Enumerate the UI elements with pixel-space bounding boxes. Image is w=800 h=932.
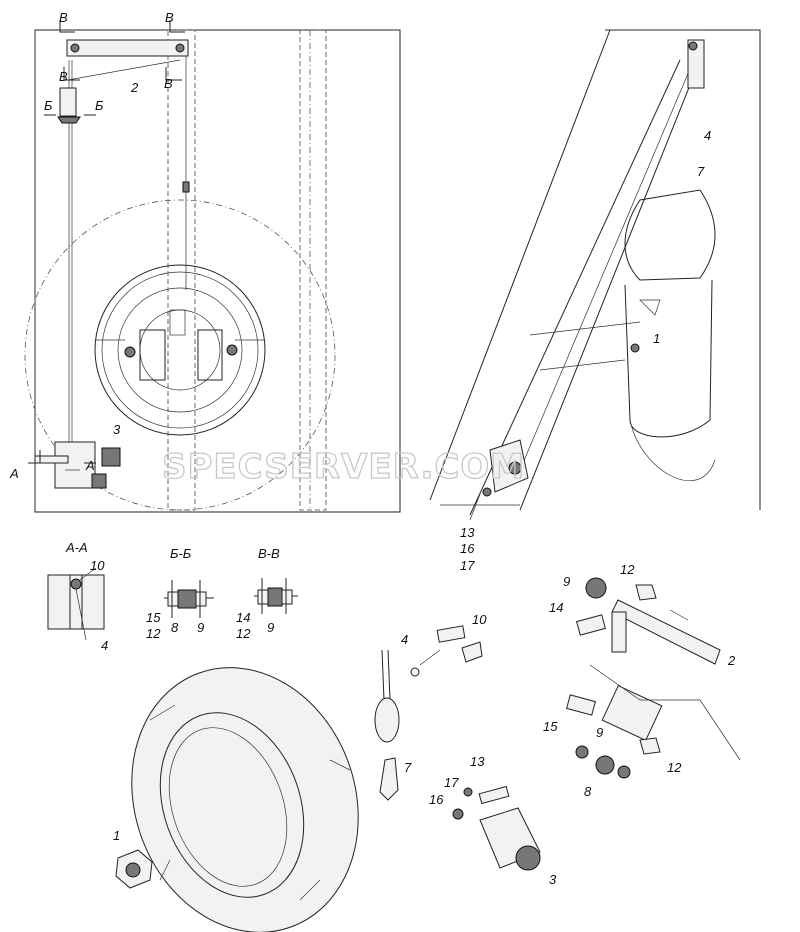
section-v-detail: [254, 578, 298, 614]
callout-12-mid: 12: [667, 760, 682, 775]
callout-10-section-a: 10: [90, 558, 105, 573]
callout-13-exploded: 13: [470, 754, 485, 769]
callout-9-section-b: 9: [197, 620, 204, 635]
callout-9-mid: 9: [596, 725, 603, 740]
mark-a-left: А: [9, 466, 19, 481]
callout-3-exploded: 3: [549, 872, 557, 887]
section-a-detail: [47, 567, 105, 641]
callout-8-exploded: 8: [584, 784, 592, 799]
hook-7-exploded: [379, 757, 399, 801]
callout-2-exploded: 2: [727, 653, 736, 668]
section-title-v: В-В: [258, 546, 280, 561]
callout-14-section-v: 14: [236, 610, 250, 625]
front-view-panel: [24, 20, 401, 513]
nut-1-exploded: [115, 849, 153, 889]
bracket-2-exploded: [611, 599, 721, 665]
bolts-and-nuts-exploded: [566, 577, 741, 779]
winch-3-exploded: [452, 785, 541, 871]
mark-v-mid-right: В: [164, 76, 173, 91]
callout-9-top: 9: [563, 574, 570, 589]
callout-4-side: 4: [704, 128, 711, 143]
callout-12-top: 12: [620, 562, 635, 577]
pin-10-exploded: [436, 625, 483, 663]
section-title-a: А-А: [65, 540, 88, 555]
mark-v-top-left: В: [59, 10, 68, 25]
callout-16-side: 16: [460, 541, 475, 556]
callout-3-front: 3: [113, 422, 121, 437]
callout-2-front: 2: [130, 80, 139, 95]
callout-7-side: 7: [697, 164, 705, 179]
callout-15-exploded: 15: [543, 719, 558, 734]
section-title-b: Б-Б: [170, 546, 192, 561]
cable-4-exploded: [374, 649, 441, 743]
callout-12-section-b: 12: [146, 626, 161, 641]
mark-b-left: Б: [44, 98, 53, 113]
callout-8-section-b: 8: [171, 620, 179, 635]
callout-10-exploded: 10: [472, 612, 487, 627]
mark-v-mid-left: В: [59, 69, 68, 84]
watermark-text: SPECSERVER.COM: [162, 447, 525, 487]
mark-a-right: А: [85, 458, 95, 473]
callout-15-section-b: 15: [146, 610, 161, 625]
callout-17-side: 17: [460, 558, 475, 573]
callout-4-section-a: 4: [101, 638, 108, 653]
callout-12-section-v: 12: [236, 626, 251, 641]
callout-1-exploded: 1: [113, 828, 120, 843]
callout-13-side: 13: [460, 525, 475, 540]
spare-tyre-exploded: [131, 667, 359, 932]
mark-v-top-right: В: [165, 10, 174, 25]
callout-1-side: 1: [653, 331, 660, 346]
callout-17-exploded: 17: [444, 775, 459, 790]
callout-4-exploded: 4: [401, 632, 408, 647]
callout-9-section-v: 9: [267, 620, 274, 635]
callout-14-exploded: 14: [549, 600, 563, 615]
callout-16-exploded: 16: [429, 792, 444, 807]
mark-b-right: Б: [95, 98, 104, 113]
callout-7-exploded: 7: [404, 760, 412, 775]
section-b-detail: [164, 580, 214, 618]
